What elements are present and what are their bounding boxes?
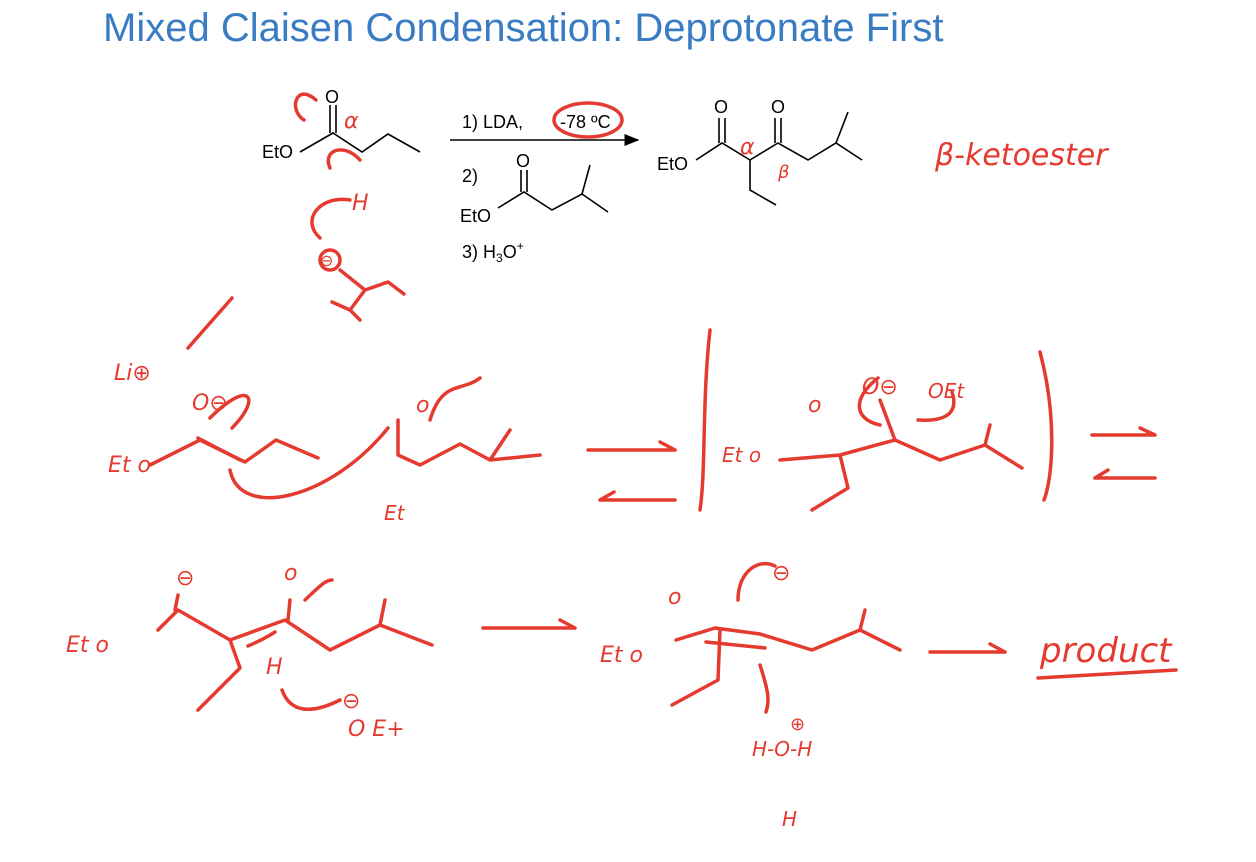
arrow-to-enolate (186, 296, 234, 350)
reagent-step-2: 2) (462, 166, 478, 186)
temperature-circle (552, 101, 624, 139)
ketoester-o-1: ⊖ (176, 566, 194, 591)
enolate-double-bond (196, 436, 242, 462)
alpha-label-product: α (740, 135, 755, 160)
enolate-2-o: o (668, 585, 681, 610)
tetrahedral-oet: OEt (928, 379, 965, 403)
acylating-ester-structure (497, 164, 609, 213)
reverse-arrow-1 (598, 490, 677, 502)
acyl-et: Et (384, 501, 406, 525)
hydronium-h: H (782, 807, 797, 831)
curly-arrow-lda-h (310, 197, 352, 240)
beta-ketoester-carbonyls (173, 593, 292, 622)
forward-arrow-2 (1090, 426, 1157, 437)
curly-arrow-attack (228, 426, 390, 500)
enolate-chain (148, 438, 320, 467)
tetrahedral-intermediate (778, 398, 1024, 512)
reagent-step-1: 1) LDA, (462, 112, 523, 132)
beta-ketoester-label: β-ketoester (934, 138, 1109, 173)
ethoxide-label: O E+ (348, 717, 405, 742)
forward-arrow-4 (928, 642, 1007, 654)
curly-arrow-carbonyl (428, 376, 482, 422)
product-label: product (1039, 631, 1173, 671)
beta-ketoester-chain (156, 598, 434, 712)
curly-arrow-top (293, 92, 318, 122)
slide-title: Mixed Claisen Condensation: Deprotonate … (103, 6, 944, 50)
product-o-1: O (714, 97, 728, 117)
enolate-eto: Et o (108, 453, 151, 478)
product-underline (1036, 668, 1178, 680)
ketoester-eto: Et o (66, 633, 109, 658)
lithium-cation-label: Li⊕ (114, 361, 151, 386)
n-minus-label: ⊖ (320, 251, 333, 270)
curly-arrow-carbonyl-2 (303, 578, 334, 602)
curly-arrow-alpha (326, 148, 362, 170)
bracket-right (1038, 350, 1054, 502)
enolate-2-eto: Et o (600, 643, 643, 668)
acylating-ester-eto: EtO (460, 206, 491, 226)
starting-ester-structure (299, 105, 421, 153)
h-label-lda: H (352, 191, 369, 216)
tetrahedral-o: o (808, 393, 821, 418)
acyl-ester-chain (396, 418, 542, 467)
handwritten-ink (148, 92, 1178, 714)
curly-arrow-oxyanion (208, 393, 251, 430)
ethoxide-minus: ⊖ (342, 689, 360, 714)
alpha-label-start: α (344, 109, 359, 134)
enolate-2-chain (670, 608, 902, 707)
curly-arrow-leave (916, 390, 956, 422)
lda-isopropyl (330, 268, 406, 322)
curly-arrow-h3o (758, 663, 770, 714)
forward-arrow-3 (481, 618, 577, 630)
product-eto: EtO (657, 154, 688, 174)
starting-ester-eto: EtO (262, 142, 293, 162)
acyl-o: o (416, 393, 429, 418)
curly-arrow-reform (857, 376, 882, 427)
alpha-h-label: H (266, 655, 283, 680)
curly-arrow-protonate (736, 561, 777, 602)
curly-arrow-enolize (246, 630, 277, 648)
beta-label-product: β (777, 162, 790, 183)
curly-arrow-ethoxide (280, 688, 342, 711)
reagent-step-3: 3) H3O+ (462, 239, 524, 265)
bracket-left (698, 328, 712, 512)
hydronium-plus: ⊕ (790, 714, 805, 735)
forward-arrow-1 (586, 440, 677, 452)
ketoester-o-2: o (284, 561, 297, 586)
reverse-arrow-2 (1093, 468, 1157, 480)
enolate-2-double-bond (704, 640, 767, 650)
starting-ester-carbonyl-o: O (325, 87, 339, 107)
hydronium-label: H-O-H (752, 737, 812, 761)
lda-n-minus (318, 248, 342, 272)
reagent-temperature: -78 ºC (560, 112, 611, 132)
enolate-2-o-minus: ⊖ (772, 561, 790, 586)
enolate-o-minus: O⊖ (192, 391, 228, 416)
tetrahedral-eto: Et o (722, 443, 761, 467)
tetrahedral-o-minus: O⊖ (862, 375, 898, 400)
product-o-2: O (771, 97, 785, 117)
product-structure (695, 111, 863, 206)
acylating-ester-o: O (516, 151, 530, 171)
